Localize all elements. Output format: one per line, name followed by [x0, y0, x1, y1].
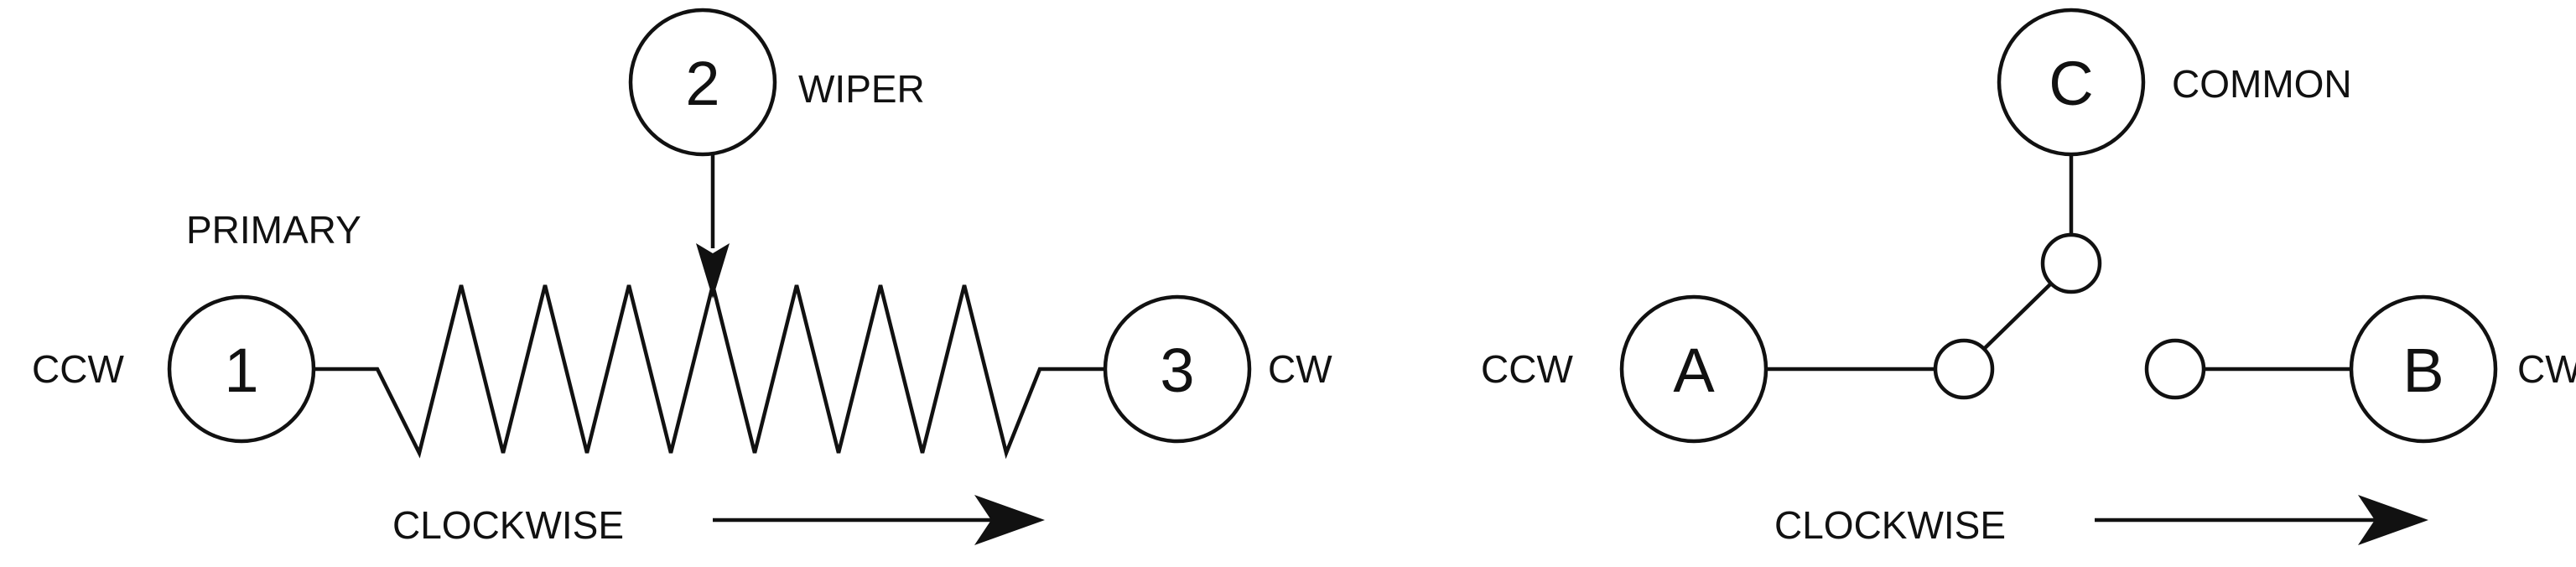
- sw-ccw-label: CCW: [1481, 347, 1573, 391]
- pot-clockwise-arrowhead: [974, 495, 1045, 545]
- pot-primary-label: PRIMARY: [186, 208, 361, 252]
- sw-cw-label: CW: [2517, 347, 2576, 391]
- sw-terminal-a-label: A: [1673, 336, 1715, 405]
- wiper-arrowhead: [696, 243, 730, 299]
- sw-pivot-contact: [2040, 232, 2102, 294]
- pot-terminal-1-label: 1: [224, 336, 258, 405]
- pot-terminal-2-label: 2: [685, 49, 719, 118]
- pot-cw-label: CW: [1268, 347, 1332, 391]
- sw-contact-b: [2144, 338, 2206, 400]
- sw-clockwise-arrowhead: [2358, 495, 2428, 545]
- pot-terminal-3-label: 3: [1160, 336, 1194, 405]
- potentiometer-diagram: CCW 1 PRIMARY 2 WIPER 3 CW CLOCKWISE: [32, 8, 1332, 547]
- pot-wiper-label: WIPER: [798, 67, 925, 111]
- sw-terminal-b-circle: [2349, 294, 2498, 444]
- switch-diagram: CCW A C COMMON B CW CLOCKWISE: [1481, 8, 2576, 547]
- sw-blade: [1982, 282, 2053, 351]
- pot-clockwise-label: CLOCKWISE: [392, 503, 624, 547]
- sw-terminal-c-circle: [1997, 8, 2146, 157]
- sw-contact-a: [1933, 338, 1995, 400]
- pot-terminal-3-circle: [1103, 294, 1252, 444]
- resistor-zigzag: [314, 284, 1105, 460]
- sw-common-label: COMMON: [2172, 62, 2352, 106]
- sw-terminal-c-label: C: [2049, 49, 2093, 118]
- pot-terminal-2-circle: [628, 8, 777, 157]
- sw-clockwise-label: CLOCKWISE: [1774, 503, 2006, 547]
- sw-terminal-b-label: B: [2402, 336, 2444, 405]
- pot-ccw-label: CCW: [32, 347, 124, 391]
